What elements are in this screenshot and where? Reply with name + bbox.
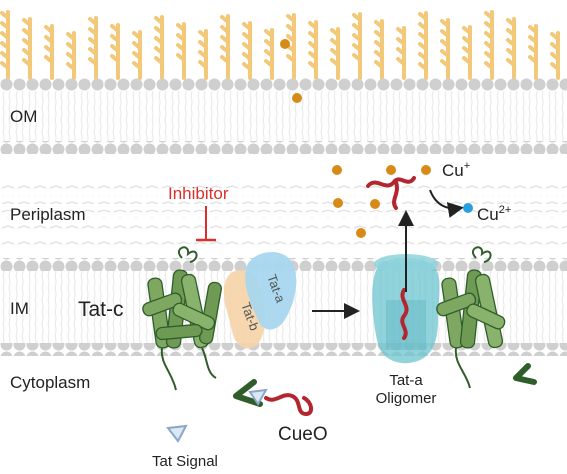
lps-stalk [484, 10, 494, 80]
lps-stalk [308, 20, 318, 80]
lps-stalk [22, 17, 32, 80]
lps-stalk [0, 10, 10, 80]
om-label: OM [10, 107, 37, 126]
cu-2plus-label: Cu2+ [477, 204, 511, 224]
lps-stalk [374, 19, 384, 80]
tat-a-oligomer: Tat-a Oligomer [372, 254, 440, 407]
lps-stalk [44, 24, 54, 80]
copper-particles [280, 39, 431, 238]
lps-stalk [176, 22, 186, 80]
lps-stalk [132, 30, 142, 80]
tat-signal-label: Tat Signal [152, 453, 218, 470]
lps-stalk [198, 29, 208, 80]
cueo-precursor [248, 388, 313, 417]
cu-plus-label: Cu+ [442, 160, 470, 180]
lps-stalk [110, 23, 120, 80]
cu2-ion [463, 203, 473, 213]
lps-stalk [88, 16, 98, 80]
lps-stalk [264, 28, 274, 80]
cytoplasm-label: Cytoplasm [10, 373, 90, 392]
lps-stalk [66, 31, 76, 80]
im-label: IM [10, 299, 29, 318]
cueo-label: CueO [278, 424, 328, 445]
outer-membrane [0, 78, 567, 154]
periplasm-label: Periplasm [10, 205, 86, 224]
tat-c-complex-right [436, 246, 537, 389]
lps-stalk [462, 25, 472, 80]
lps-stalk [418, 11, 428, 80]
tat-a-protein: Tat-a [245, 251, 297, 330]
inhibitor-symbol: Inhibitor [168, 184, 229, 242]
inhibitor-label: Inhibitor [168, 184, 229, 203]
lps-stalk [506, 17, 516, 80]
lps-stalk [220, 14, 230, 80]
lps-layer [0, 10, 560, 80]
tat-c-complex-left [142, 246, 222, 391]
lps-stalk [550, 31, 560, 80]
lps-stalk [154, 15, 164, 80]
lps-stalk [396, 26, 406, 80]
lps-stalk [330, 27, 340, 80]
cueo-exported [366, 176, 416, 210]
lps-stalk [286, 13, 296, 80]
oxidation-arrow [429, 189, 464, 218]
lps-stalk [242, 21, 252, 80]
oligomer-label-line2: Oligomer [376, 390, 437, 407]
periplasm-texture [0, 182, 567, 246]
lps-stalk [528, 24, 538, 80]
lps-stalk [440, 18, 450, 80]
lps-stalk [352, 12, 362, 80]
oligomer-label-line1: Tat-a [389, 372, 423, 389]
tat-signal-icon [166, 424, 188, 443]
tat-c-label: Tat-c [78, 298, 124, 321]
